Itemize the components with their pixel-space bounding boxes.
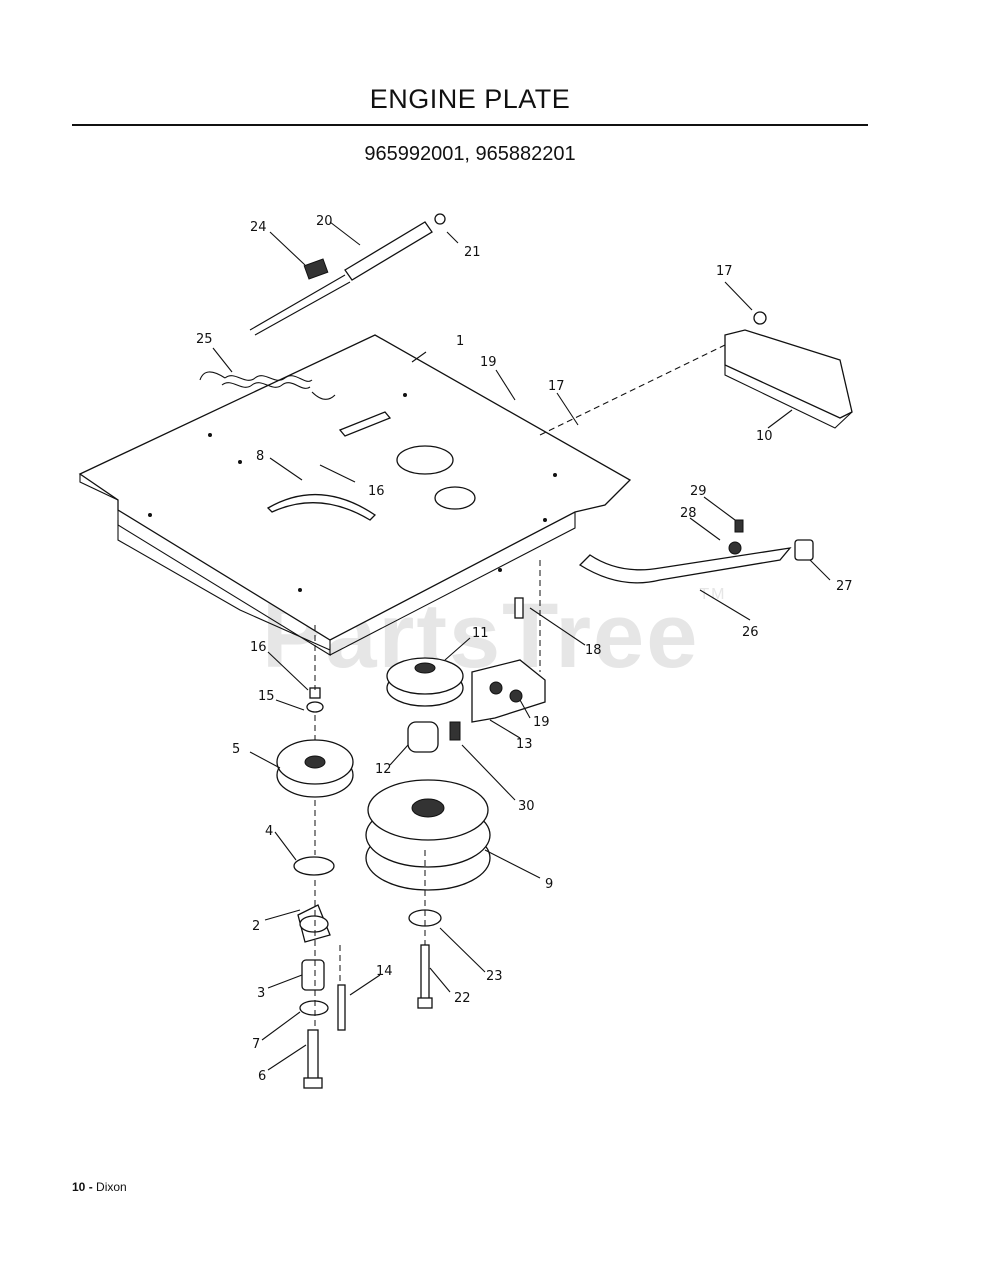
callout-20: 20 (316, 214, 333, 229)
callout-21: 21 (464, 245, 481, 260)
watermark-tm: TM (699, 586, 727, 604)
callout-19-upper: 19 (480, 355, 497, 370)
callout-3: 3 (257, 986, 265, 1001)
callout-13: 13 (516, 737, 533, 752)
callout-4: 4 (265, 824, 273, 839)
alignment-lines (314, 344, 726, 1030)
model-numbers: 965992001, 965882201 (364, 143, 576, 165)
callout-9: 9 (545, 877, 553, 892)
callout-28: 28 (680, 506, 697, 521)
footer-separator: - (88, 1180, 93, 1194)
callout-29: 29 (690, 484, 707, 499)
callout-22: 22 (454, 991, 471, 1006)
callout-2: 2 (252, 919, 260, 934)
callout-6: 6 (258, 1069, 266, 1084)
bracket-10 (724, 311, 853, 429)
callout-17-lower: 17 (548, 379, 565, 394)
callout-16-lower: 16 (250, 640, 267, 655)
callout-15: 15 (258, 689, 275, 704)
callout-12: 12 (375, 762, 392, 777)
title-rule (72, 124, 868, 126)
callout-25: 25 (196, 332, 213, 347)
callout-17-upper: 17 (716, 264, 733, 279)
bracket-13 (471, 659, 546, 723)
page-footer: 10 - Dixon (72, 1180, 127, 1194)
lower-stack (293, 597, 524, 1089)
callout-18: 18 (585, 643, 602, 658)
page-number: 10 (72, 1180, 86, 1194)
callout-10: 10 (756, 429, 773, 444)
callout-30: 30 (518, 799, 535, 814)
callout-16-upper: 16 (368, 484, 385, 499)
engine-plate (78, 334, 632, 656)
page-title: ENGINE PLATE (369, 84, 571, 114)
callout-11: 11 (472, 626, 489, 641)
callout-26: 26 (742, 625, 759, 640)
rod-assembly (199, 213, 446, 400)
callout-5: 5 (232, 742, 240, 757)
callout-19-lower: 19 (533, 715, 550, 730)
callout-labels: 1 2 3 4 5 6 7 8 9 10 11 12 13 14 15 16 1… (196, 214, 853, 1084)
leader-lines (212, 221, 831, 1071)
callout-7: 7 (252, 1037, 260, 1052)
callout-14: 14 (376, 964, 393, 979)
hose-26 (578, 519, 814, 584)
callout-24: 24 (250, 220, 267, 235)
callout-27: 27 (836, 579, 853, 594)
callout-8: 8 (256, 449, 264, 464)
callout-1: 1 (456, 334, 464, 349)
callout-23: 23 (486, 969, 503, 984)
pulleys (276, 657, 491, 891)
footer-brand: Dixon (96, 1180, 127, 1194)
